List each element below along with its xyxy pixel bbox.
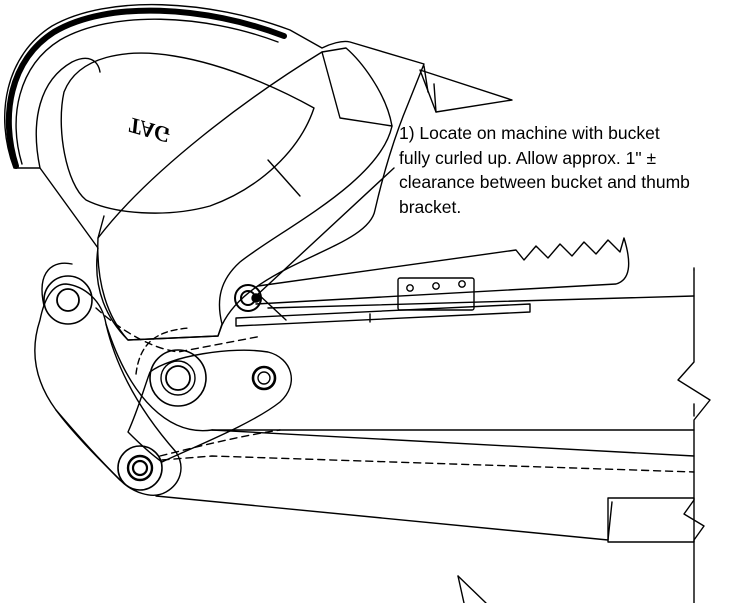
lower-pin	[117, 445, 163, 491]
center-pivot-pin	[149, 349, 207, 407]
bucket-wear-band	[5, 7, 287, 169]
hidden-line-1	[95, 307, 263, 353]
bucket-pin	[43, 275, 93, 325]
note-line-3: clearance between bucket and thumb	[399, 172, 690, 193]
note-line-4: bracket.	[399, 196, 462, 217]
thumb-serrated-edge	[255, 237, 630, 305]
small-pin	[251, 365, 277, 391]
installation-note: 1) Locate on machine with bucket fully c…	[399, 121, 751, 219]
thumb-bracket	[235, 167, 630, 327]
bucket-link-arm	[34, 283, 182, 496]
hinge-block	[397, 277, 475, 311]
bucket-logo: TAG	[125, 112, 173, 148]
bucket-side-plate	[97, 47, 393, 341]
hidden-line-2	[161, 455, 695, 473]
note-line-1: 1) Locate on machine with bucket	[399, 123, 660, 143]
note-line-2: fully curled up. Allow approx. 1" ±	[399, 147, 657, 168]
dogbone-link	[127, 349, 292, 463]
logo-panel	[60, 52, 315, 214]
linkage	[34, 262, 695, 496]
cylinder-end	[607, 497, 695, 543]
callout-leader	[255, 167, 395, 297]
break-line-upper	[677, 269, 711, 603]
machine-stick	[155, 267, 711, 603]
mount-plate	[235, 303, 531, 327]
